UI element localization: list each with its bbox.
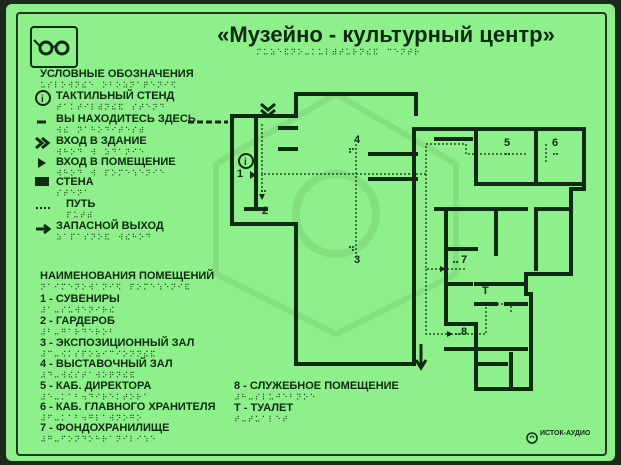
legend-icons: i (35, 90, 52, 235)
braille-text: ⠺⠮⠀⠝⠁⠓⠕⠙⠊⠞⠑⠎⠾ (56, 126, 146, 135)
braille-text: ⠼⠓⠤⠎⠇⠥⠚⠑⠃⠝⠕⠑ (234, 393, 317, 402)
braille-text: ⠼⠃⠤⠛⠁⠗⠙⠑⠗⠕⠃ (40, 328, 116, 337)
svg-text:i: i (244, 157, 247, 168)
floor-plan: i (188, 92, 586, 391)
braille-text: ⠺⠓⠕⠙⠀⠺⠀⠏⠕⠍⠑⠱⠑⠝⠊⠑ (56, 169, 166, 178)
map-room-3: 3 (354, 254, 361, 266)
page-title: «Музейно - культурный центр» (217, 22, 555, 47)
legend-item-label: ПУТЬ (66, 198, 96, 210)
room-name: 1 - СУВЕНИРЫ (40, 293, 120, 305)
legend-item-label: ТАКТИЛЬНЫЙ СТЕНД (56, 90, 175, 102)
svg-text:i: i (41, 94, 44, 105)
legend-item-label: ВХОД В ПОМЕЩЕНИЕ (56, 156, 176, 168)
braille-text: ⠼⠛⠤⠋⠕⠝⠙⠕⠓⠗⠁⠝⠊⠇⠊⠱⠑ (40, 435, 157, 444)
braille-text: ⠼⠋⠤⠅⠁⠃⠲⠛⠇⠁⠺⠝⠕⠛⠕ (40, 414, 143, 423)
room-name: 2 - ГАРДЕРОБ (40, 315, 115, 327)
braille-text: ⠏⠥⠞⠾ (66, 211, 94, 220)
braille-text: ⠞⠁⠅⠞⠊⠇⠾⠝⠮⠯⠀⠎⠞⠑⠝⠙ (56, 103, 166, 112)
legend-item-label: ЗАПАСНОЙ ВЫХОД (56, 220, 164, 232)
map-room-5: 5 (504, 137, 511, 149)
room-name: 5 - КАБ. ДИРЕКТОРА (40, 380, 152, 392)
plate-frame (16, 12, 607, 456)
braille-text: ⠺⠓⠕⠙⠀⠺⠀⠵⠙⠁⠝⠊⠑ (56, 148, 146, 157)
braille-text: ⠎⠞⠑⠝⠁ (56, 189, 91, 198)
room-name: 4 - ВЫСТАВОЧНЫЙ ЗАЛ (40, 358, 173, 370)
tactile-plate: «Музейно - культурный центр» ⠍⠥⠵⠑⠯⠝⠕⠤⠅⠥⠇… (6, 4, 615, 461)
logo-text: ИСТОК-АУДИО (540, 430, 591, 437)
legend-item-label: СТЕНА (56, 176, 94, 188)
room-name: 3 - ЭКСПОЗИЦИОННЫЙ ЗАЛ (40, 337, 195, 349)
braille-text: ⠼⠁⠤⠎⠥⠺⠑⠝⠊⠗⠮ (40, 306, 116, 315)
map-room-1: 1 (237, 168, 244, 180)
braille-text: ⠝⠁⠊⠍⠑⠝⠕⠺⠁⠝⠊⠫⠀⠏⠕⠍⠑⠱⠑⠝⠊⠯ (40, 283, 191, 292)
low-vision-glasses-icon (30, 26, 78, 68)
legend-heading: УСЛОВНЫЕ ОБОЗНАЧЕНИЯ (40, 68, 194, 80)
map-room-2: 2 (262, 205, 269, 217)
map-room-wc: Т (482, 285, 489, 297)
rooms-heading: НАИМЕНОВАНИЯ ПОМЕЩЕНИЙ (40, 270, 215, 282)
braille-text: ⠼⠙⠤⠺⠮⠎⠞⠁⠺⠕⠟⠝⠮⠯ (40, 371, 137, 380)
room-name: 7 - ФОНДОХРАНИЛИЩЕ (40, 422, 170, 434)
braille-text: ⠼⠑⠤⠅⠁⠃⠲⠙⠊⠗⠑⠅⠞⠕⠗⠁ (40, 393, 150, 402)
braille-text: ⠥⠎⠇⠕⠺⠝⠮⠑⠀⠕⠃⠕⠵⠝⠁⠟⠑⠝⠊⠫ (40, 81, 178, 90)
room-name: 8 - СЛУЖЕБНОЕ ПОМЕЩЕНИЕ (234, 380, 399, 392)
braille-text: ⠵⠁⠏⠁⠎⠝⠕⠯⠀⠺⠮⠓⠕⠙ (56, 233, 153, 242)
room-name: 6 - КАБ. ГЛАВНОГО ХРАНИТЕЛЯ (40, 401, 216, 413)
braille-text: ⠞⠤⠞⠥⠁⠇⠑⠞ (234, 415, 289, 424)
title-braille: ⠍⠥⠵⠑⠯⠝⠕⠤⠅⠥⠇⠾⠞⠥⠗⠝⠮⠯⠀⠉⠑⠝⠞⠗ (256, 48, 421, 57)
braille-text: ⠼⠉⠤⠪⠅⠎⠏⠕⠵⠊⠉⠊⠕⠝⠝⠮⠯ (40, 350, 157, 359)
map-room-6: 6 (552, 137, 559, 149)
legend-item-label: ВЫ НАХОДИТЕСЬ ЗДЕСЬ (56, 113, 196, 125)
room-name: Т - ТУАЛЕТ (234, 402, 294, 414)
map-room-7: 7 (461, 254, 468, 266)
legend-item-label: ВХОД В ЗДАНИЕ (56, 135, 147, 147)
map-room-8: 8 (461, 326, 468, 338)
map-room-4: 4 (354, 134, 361, 146)
